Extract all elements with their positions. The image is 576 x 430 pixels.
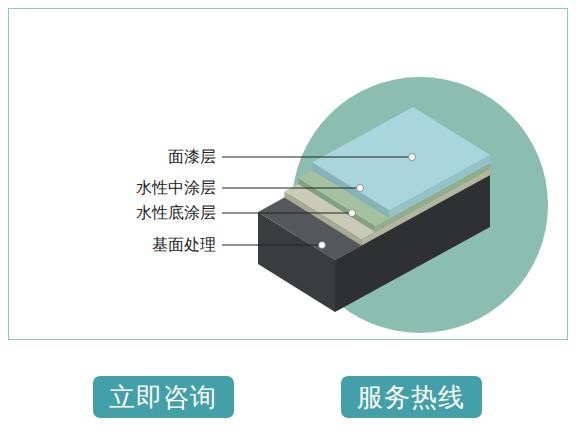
- leader-line: [222, 213, 350, 214]
- leader-line: [222, 157, 410, 158]
- layer-label: 水性底涂层: [136, 205, 216, 221]
- layer-top: [312, 107, 490, 210]
- layer-label: 面漆层: [168, 149, 216, 165]
- floor-layers: [258, 107, 490, 312]
- leader-dots: [319, 154, 416, 249]
- layer-label: 水性中涂层: [136, 180, 216, 196]
- leader-dot: [319, 242, 326, 249]
- button-text: 立即咨询: [109, 384, 217, 410]
- layer-label: 基面处理: [152, 237, 216, 253]
- action-button: 服务热线: [341, 376, 482, 418]
- leader-dot: [409, 154, 416, 161]
- button-text: 服务热线: [357, 384, 465, 410]
- leader-lines: [222, 157, 410, 245]
- leader-dot: [357, 185, 364, 192]
- leader-line: [222, 245, 320, 246]
- action-button: 立即咨询: [93, 376, 234, 418]
- leader-dot: [349, 210, 356, 217]
- leader-line: [222, 188, 358, 189]
- frame: [9, 9, 568, 340]
